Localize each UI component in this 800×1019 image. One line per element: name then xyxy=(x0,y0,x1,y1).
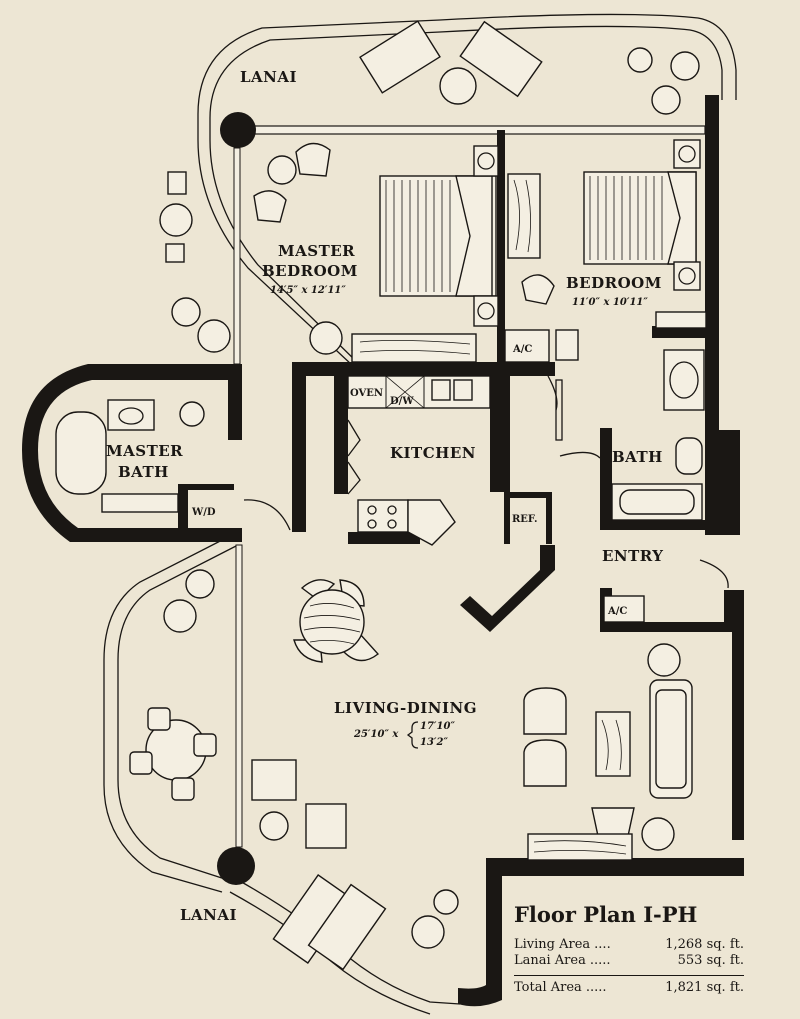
total-divider xyxy=(514,975,744,976)
living-area-value: 1,268 sq. ft. xyxy=(665,937,744,952)
master-bedroom-dimensions: 14′5″ x 12′11″ xyxy=(270,285,346,296)
walls xyxy=(22,95,744,1007)
plan-title: Floor Plan I-PH xyxy=(514,902,698,927)
bedroom-dimensions: 11′0″ x 10′11″ xyxy=(572,297,648,308)
kitchen-fixtures xyxy=(347,375,491,546)
bath-label: BATH xyxy=(612,448,663,466)
kitchen-label: KITCHEN xyxy=(390,444,476,462)
living-seating xyxy=(251,679,693,861)
living-dining-brace xyxy=(406,721,419,749)
living-dining-dimensions-a: 17′10″ xyxy=(420,721,455,732)
master-bedroom-chairs xyxy=(253,142,331,223)
bedroom-label: BEDROOM xyxy=(566,274,662,292)
total-area-label: Total Area xyxy=(514,980,582,995)
lanai-area-label: Lanai Area xyxy=(514,953,586,968)
dishwasher-label: D/W xyxy=(390,396,414,407)
living-area-label: Living Area xyxy=(514,937,591,952)
lanai-top-label: LANAI xyxy=(240,68,297,86)
area-legend: Floor Plan I-PH Living Area .... 1,268 s… xyxy=(514,902,744,996)
master-bath-label-line2: BATH xyxy=(118,463,169,481)
lanai-area-row: Lanai Area ..... 553 sq. ft. xyxy=(514,953,744,969)
washer-dryer-label: W/D xyxy=(191,507,216,518)
entry-label: ENTRY xyxy=(602,547,664,565)
lanai-top-furniture xyxy=(159,20,700,263)
living-dining-dimensions-b: 13′2″ xyxy=(420,737,449,748)
living-dining-label: LIVING-DINING xyxy=(334,699,477,717)
lanai-area-dots: ..... xyxy=(589,953,611,968)
master-bed xyxy=(351,145,499,363)
lanai-left-furniture xyxy=(129,297,231,801)
living-dining-dimensions: 25′10″ x xyxy=(353,729,399,740)
master-bath-label-line1: MASTER xyxy=(106,442,183,460)
plants xyxy=(309,321,681,851)
ac-closet-1 xyxy=(504,329,550,363)
lanai-outline-top xyxy=(197,13,737,366)
bath-fixtures xyxy=(611,349,705,521)
living-area-row: Living Area .... 1,268 sq. ft. xyxy=(514,937,744,953)
living-area-dots: .... xyxy=(594,937,611,952)
ac-closet-2 xyxy=(603,595,645,623)
ac-label-1: A/C xyxy=(512,344,532,355)
master-bath-fixtures xyxy=(55,399,205,513)
ac-label-2: A/C xyxy=(607,606,627,617)
lanai-outline-left xyxy=(103,534,239,893)
refrigerator-label: REF. xyxy=(512,514,538,525)
master-bedroom-label-line1: MASTER xyxy=(278,242,355,260)
master-bedroom-label-line2: BEDROOM xyxy=(262,262,358,280)
dining-table xyxy=(293,579,380,663)
bedroom-chair xyxy=(521,274,579,361)
bedroom-bed xyxy=(507,139,707,329)
door-swings xyxy=(243,375,729,589)
lanai-area-value: 553 sq. ft. xyxy=(677,953,744,968)
total-area-dots: ..... xyxy=(585,980,607,995)
oven-label: OVEN xyxy=(350,388,383,399)
total-area-value: 1,821 sq. ft. xyxy=(665,980,744,995)
lanai-bottom-furniture xyxy=(272,874,459,971)
lanai-bottom-label: LANAI xyxy=(180,906,237,924)
total-area-row: Total Area ..... 1,821 sq. ft. xyxy=(514,980,744,996)
